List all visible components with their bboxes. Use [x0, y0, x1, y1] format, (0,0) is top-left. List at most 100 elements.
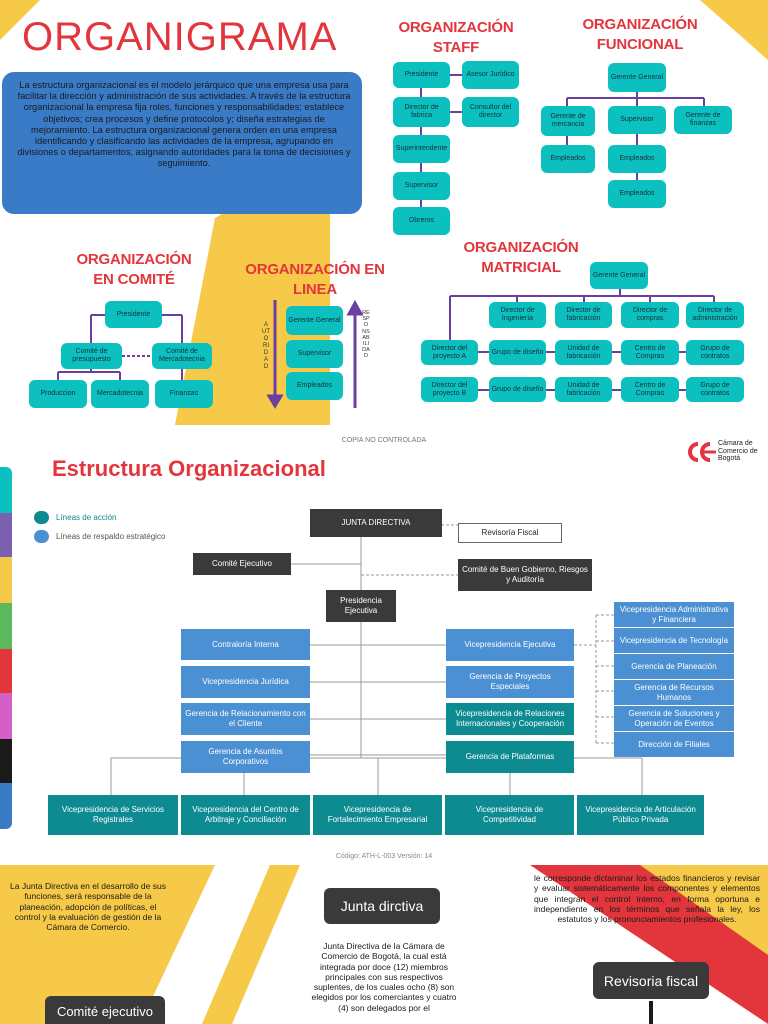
- funcional-title-line2: FUNCIONAL: [596, 36, 684, 53]
- page-title: ORGANIGRAMA: [22, 15, 338, 59]
- intro-text: La estructura organizacional es el model…: [17, 80, 351, 169]
- matricial-proyecto-a: Director del proyecto A: [421, 340, 478, 365]
- linea-gerente-general: Gerente General: [286, 306, 343, 335]
- ccb-vp-fortalecimiento: Vicepresidencia de Fortalecimiento Empre…: [313, 795, 442, 835]
- linea-supervisor: Supervisor: [286, 340, 343, 368]
- ccb-vp-administrativa: Vicepresidencia Administrativa y Financi…: [614, 602, 734, 627]
- matricial-proyecto-b: Director del proyecto B: [421, 377, 478, 402]
- ccb-gerencia-proyectos: Gerencia de Proyectos Especiales: [446, 666, 574, 698]
- staff-asesor: Asesor Jurídico: [462, 61, 519, 89]
- comite-produccion: Produccion: [29, 380, 87, 408]
- strip-teal: [0, 467, 12, 513]
- ccb-contraloria: Contraloría Interna: [181, 629, 310, 660]
- funcional-empleados-3: Empleados: [608, 180, 666, 208]
- staff-presidente: Presidente: [393, 62, 450, 88]
- legend-accion-label: Líneas de acción: [56, 513, 117, 522]
- linea-empleados: Empleados: [286, 372, 343, 400]
- matricial-grupo-contratos-2: Grupo de contratos: [686, 377, 744, 402]
- legend-respaldo-swatch: [34, 530, 49, 543]
- matricial-centro-compras-2: Centro de Compras: [621, 377, 679, 402]
- ccb-vp-arbitraje: Vicepresidencia del Centro de Arbitraje …: [181, 795, 310, 835]
- legend-accion-swatch: [34, 511, 49, 524]
- comite-title: ORGANIZACIÓN EN COMITÉ: [66, 250, 202, 290]
- junta-description: Junta Directiva de la Cámara de Comercio…: [311, 941, 457, 1013]
- funcional-gerente-general: Gerente General: [608, 63, 666, 92]
- revisoria-description: le corresponde dictaminar los estados fi…: [534, 873, 760, 925]
- staff-supervisor: Supervisor: [393, 172, 450, 200]
- ccb-vp-relaciones: Vicepresidencia de Relaciones Internacio…: [446, 703, 574, 735]
- strip-green: [0, 603, 12, 649]
- staff-title: ORGANIZACIÓN STAFF: [390, 18, 522, 58]
- matricial-unidad-fab-1: Unidad de fabricación: [555, 340, 612, 365]
- comite-title-line1: ORGANIZACIÓN: [76, 251, 192, 268]
- ccb-vp-juridica: Vicepresidencia Jurídica: [181, 666, 310, 698]
- ccb-vp-ejecutiva: Vicepresidencia Ejecutiva: [446, 629, 574, 661]
- ccb-vp-articulacion: Vicepresidencia de Articulación Público …: [577, 795, 704, 835]
- bottom-section: La Junta Directiva en el desarrollo de s…: [0, 865, 768, 1024]
- ccb-junta-directiva: JUNTA DIRECTIVA: [310, 509, 442, 537]
- funcional-supervisor: Supervisor: [608, 106, 666, 134]
- junta-label-box: Junta dirctiva: [324, 888, 440, 924]
- copia-label: COPIA NO CONTROLADA: [341, 437, 427, 444]
- ccb-gerencia-rrhh: Gerencia de Recursos Humanos: [614, 680, 734, 705]
- matricial-title-line2: MATRICIAL: [481, 259, 561, 276]
- strip-blue: [0, 783, 12, 829]
- legend-respaldo-label: Líneas de respaldo estratégico: [56, 532, 166, 541]
- ccb-revisoria-fiscal: Revisoría Fiscal: [458, 523, 562, 543]
- matricial-dir-compras: Director de compras: [621, 302, 679, 328]
- intro-panel: La estructura organizacional es el model…: [2, 72, 362, 214]
- comite-mercadotecnia: Comité de Mercadotecnia: [152, 343, 212, 369]
- ccb-gerencia-asuntos: Gerencia de Asuntos Corporativos: [181, 741, 310, 773]
- ccb-gerencia-relacionamiento: Gerencia de Relacionamiento con el Clien…: [181, 703, 310, 735]
- funcional-gerente-mercancia: Gerente de mercancia: [541, 106, 595, 136]
- matricial-centro-compras-1: Centro de Compras: [621, 340, 679, 365]
- staff-title-line2: STAFF: [432, 39, 480, 56]
- strip-purple: [0, 513, 12, 557]
- ccb-logo: Cámara de Comercio de Bogotá: [688, 439, 764, 465]
- strip-red: [0, 649, 12, 693]
- matricial-title-line1: ORGANIZACIÓN: [463, 239, 579, 256]
- ccb-vp-tecnologia: Vicepresidencia de Tecnología: [614, 628, 734, 653]
- ccb-vp-servicios: Vicepresidencia de Servicios Registrales: [48, 795, 178, 835]
- funcional-title-line1: ORGANIZACIÓN: [582, 16, 698, 33]
- ccb-comite-ejecutivo: Comité Ejecutivo: [193, 553, 291, 575]
- matricial-dir-ingenieria: Director de Ingeniería: [489, 302, 546, 328]
- funcional-empleados-1: Empleados: [541, 145, 595, 173]
- matricial-dir-fabricacion: Director de fabricación: [555, 302, 612, 328]
- comite-presidente: Presidente: [105, 301, 162, 328]
- comite-finanzas: Finanzas: [155, 380, 213, 408]
- staff-director-fabrica: Director de fabrica: [393, 97, 450, 127]
- ccb-codigo: Código: ATH-L-003 Versión: 14: [335, 853, 433, 860]
- funcional-title: ORGANIZACIÓN FUNCIONAL: [565, 15, 715, 55]
- top-section: ORGANIGRAMA La estructura organizacional…: [0, 0, 768, 425]
- ccb-presidencia-ejecutiva: Presidencia Ejecutiva: [326, 590, 396, 622]
- comite-presupuesto: Comité de presupuesto: [61, 343, 122, 369]
- linea-responsabilidad-label: RESPONSABILIDAD: [362, 310, 370, 360]
- matricial-gerente-general: Gerente General: [590, 262, 648, 289]
- ccb-section: COPIA NO CONTROLADA Cámara de Comercio d…: [0, 425, 768, 865]
- junta-summary-text: La Junta Directiva en el desarrollo de s…: [10, 881, 166, 933]
- ccb-gerencia-planeacion: Gerencia de Planeación: [614, 654, 734, 679]
- comite-title-line2: EN COMITÉ: [93, 271, 175, 288]
- matricial-grupo-diseno-1: Grupo de diseño: [489, 340, 546, 365]
- comite-label-box: Comité ejecutivo: [45, 996, 165, 1024]
- strip-pink: [0, 693, 12, 739]
- linea-title: ORGANIZACIÓN EN LINEA: [238, 260, 392, 300]
- linea-title-line1: ORGANIZACIÓN EN: [245, 261, 385, 278]
- comite-mercadotecnia-unit: Mercadotecnia: [91, 380, 149, 408]
- staff-obreros: Obreros: [393, 207, 450, 235]
- funcional-empleados-2: Empleados: [608, 145, 666, 173]
- linea-autoridad-label: AUTORIDAD: [262, 322, 270, 370]
- ccb-gerencia-plataformas: Gerencia de Plataformas: [446, 741, 574, 773]
- strip-yellow: [0, 557, 12, 603]
- ccb-vp-competitividad: Vicepresidencia de Competitividad: [445, 795, 574, 835]
- ccb-title: Estructura Organizacional: [52, 456, 326, 481]
- staff-title-line1: ORGANIZACIÓN: [398, 19, 514, 36]
- ccb-comite-buen-gobierno: Comité de Buen Gobierno, Riesgos y Audit…: [458, 559, 592, 591]
- ccb-logo-text: Cámara de Comercio de Bogotá: [718, 440, 758, 462]
- funcional-gerente-finanzas: Gerente de finanzas: [674, 106, 732, 134]
- matricial-dir-administracion: Director de administración: [686, 302, 744, 328]
- matricial-grupo-diseno-2: Grupo de diseño: [489, 377, 546, 402]
- revisoria-label-box: Revisoria fiscal: [593, 962, 709, 999]
- ccb-logo-icon: [688, 442, 716, 462]
